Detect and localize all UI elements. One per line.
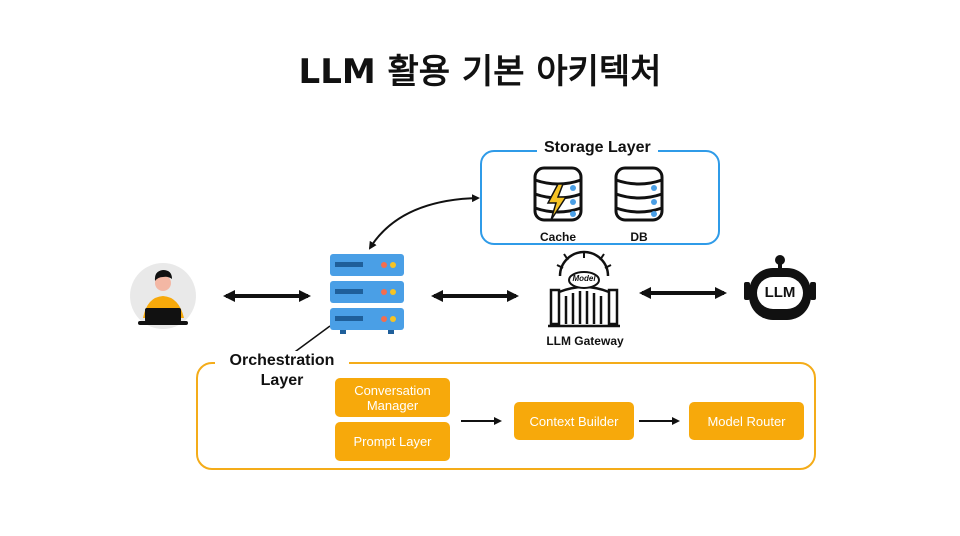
model-router-box: Model Router	[689, 402, 804, 440]
prompt-layer-box: Prompt Layer	[335, 422, 450, 461]
server-storage-arrow	[368, 194, 480, 250]
gateway-label: LLM Gateway	[546, 334, 624, 348]
gateway-sign-text: Model	[572, 274, 596, 283]
db-label: DB	[630, 230, 648, 244]
page-title: LLM 활용 기본 아키텍처	[298, 52, 662, 92]
cache-label: Cache	[539, 230, 577, 244]
storage-layer-label: Storage Layer	[537, 139, 658, 157]
context-builder-box: Context Builder	[514, 402, 634, 440]
conversation-manager-box: Conversation Manager	[335, 378, 450, 417]
server-orchestration-connector	[291, 325, 331, 355]
orchestration-layer-label: Orchestration Layer	[215, 351, 349, 391]
llm-icon-text: LLM	[764, 284, 796, 301]
orchestration-layer-box	[196, 362, 816, 470]
